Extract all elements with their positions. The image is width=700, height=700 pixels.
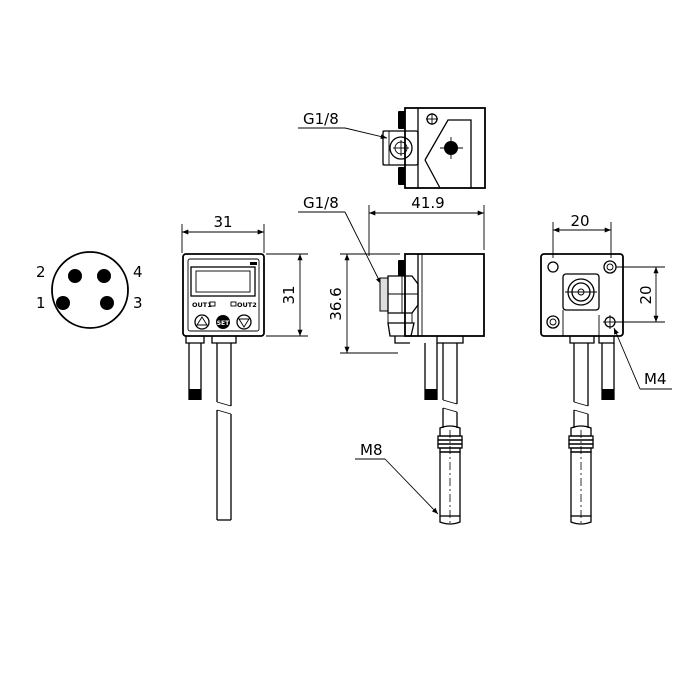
down-button xyxy=(236,314,252,330)
back-cable-end xyxy=(602,389,614,400)
front-height-label: 31 xyxy=(280,285,298,304)
up-arrow-icon xyxy=(196,316,208,326)
pin-label-2: 2 xyxy=(36,263,46,281)
side-housing xyxy=(404,253,485,337)
pin-2 xyxy=(68,269,82,283)
connector-face-outline xyxy=(51,251,129,329)
out1-label: OUT1 xyxy=(192,301,212,309)
pin-label-3: 3 xyxy=(133,294,143,312)
up-button xyxy=(194,314,210,330)
pin-3 xyxy=(100,296,114,310)
front-view: 31 31 OUT1 OUT2 SET xyxy=(181,213,308,521)
front-housing xyxy=(182,253,265,337)
pin-1 xyxy=(56,296,70,310)
set-button-label: SET xyxy=(217,320,230,327)
down-arrow-icon xyxy=(238,318,250,328)
top-view: G1/8 xyxy=(298,107,486,189)
pin-label-1: 1 xyxy=(36,294,46,312)
back-view: 20 20 M4 xyxy=(540,212,672,525)
side-m8-connector xyxy=(437,425,463,525)
front-cable-end xyxy=(189,389,201,400)
back-m8-connector xyxy=(568,425,594,525)
top-thread-label: G1/8 xyxy=(303,110,339,128)
back-hole-spacing-h-label: 20 xyxy=(570,212,589,230)
pin-label-4: 4 xyxy=(133,263,143,281)
connector-pinout: 2 4 1 3 xyxy=(36,251,143,329)
pin-4 xyxy=(97,269,111,283)
set-button xyxy=(216,315,230,329)
side-fitting-thread xyxy=(379,277,389,312)
back-port-housing xyxy=(562,273,600,311)
front-display xyxy=(190,266,256,297)
out2-label: OUT2 xyxy=(237,301,257,309)
connector-label: M8 xyxy=(360,441,383,459)
mount-hole-top-left xyxy=(547,261,559,273)
mount-hole-bottom-left xyxy=(546,315,560,329)
front-width-label: 31 xyxy=(213,213,232,231)
side-height-label: 36.6 xyxy=(327,287,345,320)
back-hole-spacing-v-label: 20 xyxy=(637,285,655,304)
side-thread-label: G1/8 xyxy=(303,194,339,212)
side-width-label: 41.9 xyxy=(411,194,444,212)
side-view: G1/8 41.9 36.6 xyxy=(298,194,485,525)
mount-hole-top-right xyxy=(603,260,617,274)
screw-label: M4 xyxy=(644,370,667,388)
side-fitting xyxy=(387,275,419,314)
